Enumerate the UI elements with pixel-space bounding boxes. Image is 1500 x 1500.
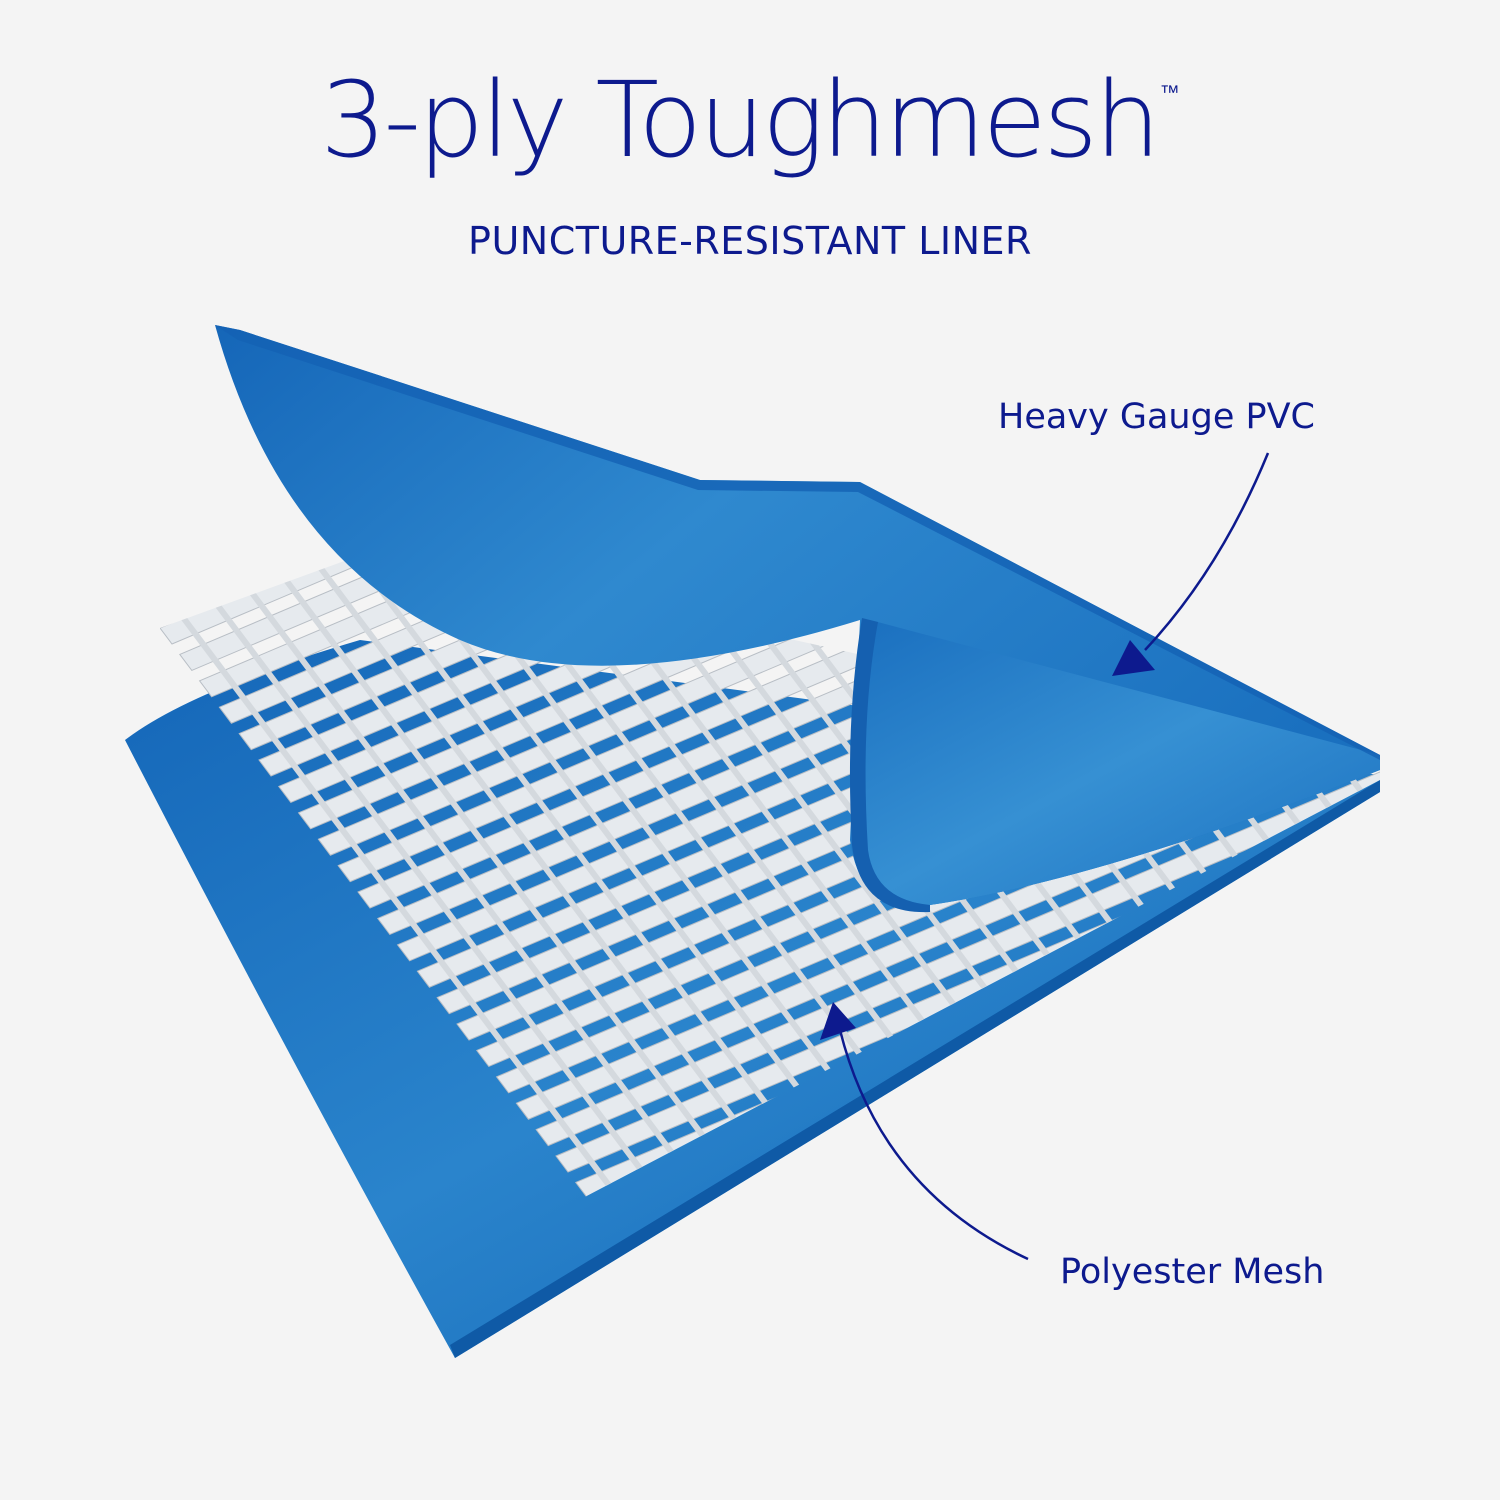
callout-arrow-mesh	[820, 1002, 1029, 1261]
mesh-thread	[1395, 81, 1500, 801]
mesh-strip	[160, 548, 1380, 645]
callout-label-mesh: Polyester Mesh	[1060, 1252, 1325, 1292]
mesh-strip	[297, 548, 1380, 830]
callout-arrow-pvc	[1112, 452, 1270, 676]
arrowhead-icon	[820, 1002, 856, 1040]
mesh-thread	[1359, 548, 1380, 817]
mesh-thread	[1429, 66, 1500, 786]
top-pvc-ridge	[215, 325, 1380, 760]
mesh-strip	[535, 582, 1380, 1147]
title-text: 3-ply Toughmesh	[320, 59, 1160, 181]
mesh-thread	[1326, 548, 1380, 831]
top-pvc-fold-edge	[849, 618, 930, 913]
top-pvc-curl	[854, 620, 1380, 906]
trademark-symbol: ™	[1159, 80, 1180, 104]
callout-label-pvc: Heavy Gauge PVC	[998, 397, 1315, 437]
arrowhead-icon	[1112, 640, 1155, 676]
page-subtitle: PUNCTURE-RESISTANT LINER	[468, 219, 1032, 263]
mesh-strip	[179, 548, 1380, 672]
mesh-thread	[1462, 52, 1500, 772]
bottom-pvc-edge	[450, 780, 1380, 1358]
